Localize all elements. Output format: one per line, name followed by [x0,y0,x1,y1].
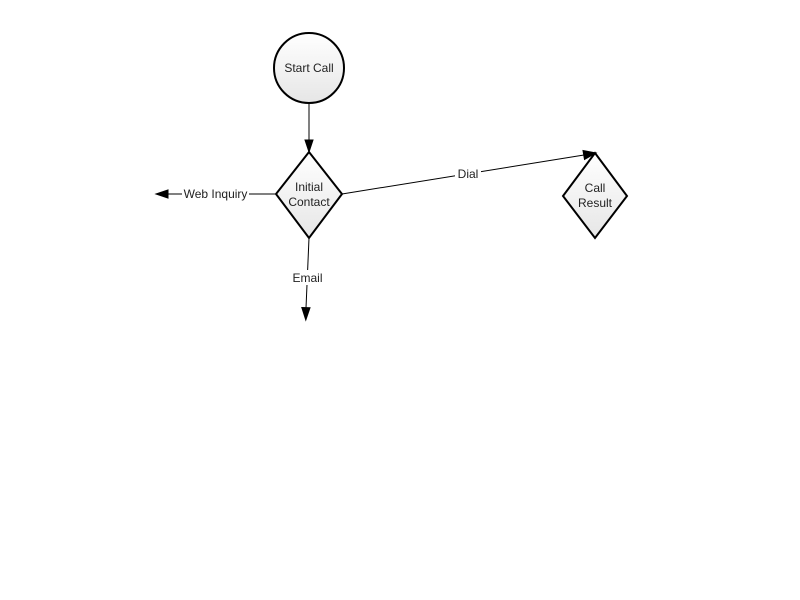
edge-email[interactable]: Email [290,237,325,322]
edge-label-background [290,270,325,285]
call-result-diamond [561,151,629,240]
edge-label-email: Email [292,271,322,285]
node-label-call-result-line1: Call [585,181,606,195]
start-call-circle [273,32,345,104]
initial-contact-diamond [274,150,344,240]
node-call-result[interactable]: Call Result [561,151,629,240]
node-label-start-call: Start Call [284,61,333,75]
node-initial-contact[interactable]: Initial Contact [274,150,344,240]
edge-label-background [455,166,481,181]
node-label-initial-contact-line2: Contact [288,195,330,209]
node-start-call[interactable]: Start Call [273,32,345,104]
arrowhead-icon [304,139,314,154]
edge-web-inquiry[interactable]: Web Inquiry [154,186,276,201]
edge-label-background [182,186,249,201]
node-label-initial-contact-line1: Initial [295,180,323,194]
arrowhead-icon [154,189,169,199]
arrowhead-icon [301,306,311,322]
arrowhead-icon [582,149,598,161]
edge-start-to-initial-contact[interactable] [304,104,314,154]
edge-label-dial: Dial [458,167,479,181]
edge-dial[interactable]: Dial [341,149,598,195]
edge-label-web-inquiry: Web Inquiry [184,187,248,201]
node-label-call-result-line2: Result [578,196,613,210]
